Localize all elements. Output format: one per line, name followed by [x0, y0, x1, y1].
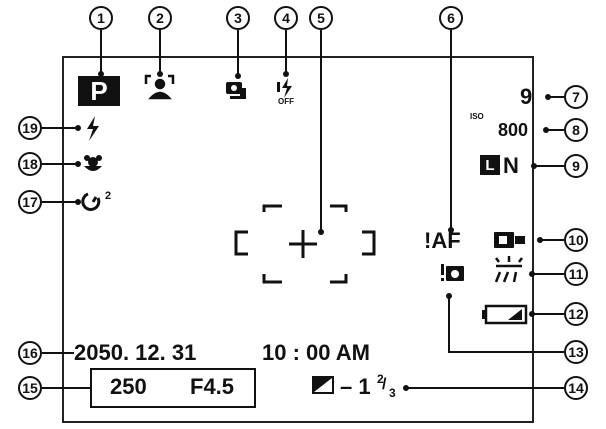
- callout-4: 4: [274, 6, 298, 30]
- callout-16: 16: [18, 341, 42, 365]
- self-timer-sub-label: 2: [105, 190, 112, 202]
- callout-15: 15: [18, 376, 42, 400]
- callout-9: 9: [564, 154, 588, 178]
- flash-off-icon: [277, 78, 292, 98]
- af-warning: !AF: [424, 228, 461, 253]
- exposure-comp-frac-den: 3: [389, 386, 396, 400]
- macro-icon: [84, 155, 102, 171]
- shots-remaining: 9: [520, 84, 533, 109]
- face-detection-icon: [144, 74, 175, 100]
- callout-5: 5: [309, 6, 333, 30]
- leader-line-13: [448, 296, 564, 353]
- callout-2: 2: [148, 6, 172, 30]
- callout-6: 6: [439, 6, 463, 30]
- flash-off-label: OFF: [278, 97, 294, 106]
- callout-7: 7: [564, 85, 588, 109]
- camera-shake-icon: [494, 232, 525, 248]
- callout-8: 8: [564, 118, 588, 142]
- iso-label: ISO: [470, 112, 484, 121]
- continuous-shooting-icon: [226, 82, 246, 99]
- exposure-comp-value: – 1: [340, 374, 371, 399]
- exposure-comp-frac-num: 2: [377, 372, 384, 386]
- callout-14: 14: [564, 376, 588, 400]
- image-quality-label: N: [503, 153, 519, 178]
- white-balance-icon: [494, 256, 523, 283]
- callout-12: 12: [564, 302, 588, 326]
- focus-frame-icon: [234, 204, 376, 284]
- date-display: 2050. 12. 31: [74, 340, 197, 365]
- callout-19: 19: [18, 116, 42, 140]
- image-size-badge: L: [480, 155, 500, 175]
- callout-18: 18: [18, 152, 42, 176]
- battery-icon: [482, 304, 528, 325]
- callout-13: 13: [564, 340, 588, 364]
- flash-icon: [87, 116, 99, 141]
- iso-value: 800: [498, 120, 529, 140]
- exposure-comp-frac-slash: /: [382, 376, 387, 393]
- shooting-mode-badge: P: [78, 76, 120, 106]
- callout-1: 1: [89, 6, 113, 30]
- time-display: 10 : 00 AM: [262, 340, 371, 365]
- shutter-speed: 250: [110, 374, 147, 399]
- lcd-screen-frame: [62, 56, 534, 423]
- callout-10: 10: [564, 228, 588, 252]
- self-timer-icon: [81, 192, 101, 211]
- exposure-info-box: [90, 368, 256, 408]
- exposure-comp-icon: [312, 376, 334, 394]
- callout-11: 11: [564, 262, 588, 286]
- aperture-value: F4.5: [190, 374, 235, 399]
- callout-17: 17: [18, 190, 42, 214]
- callout-3: 3: [226, 6, 250, 30]
